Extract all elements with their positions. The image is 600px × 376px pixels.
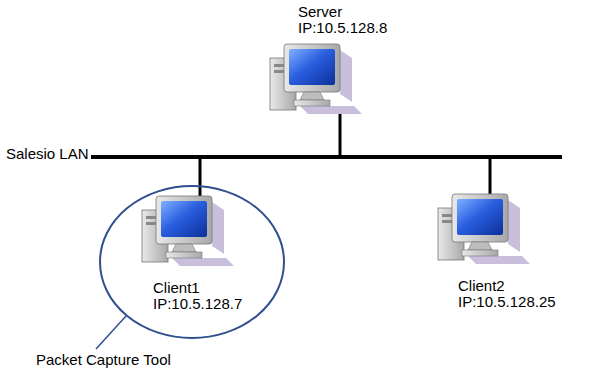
capture-ellipse [100, 186, 284, 338]
client-node: Client2IP:10.5.128.25 [458, 278, 556, 310]
ip-address: IP:10.5.128.8 [298, 20, 387, 36]
leader-line [96, 316, 126, 349]
client-node: Client1IP:10.5.128.7 [153, 280, 242, 312]
callout-label: Packet Capture Tool [34, 352, 173, 368]
lan-bus [88, 112, 562, 198]
client-computer [438, 194, 530, 264]
client-computer [142, 196, 234, 266]
ip-address: IP:10.5.128.7 [153, 296, 242, 312]
ip-address: IP:10.5.128.25 [458, 294, 556, 310]
server-computer [270, 44, 362, 114]
host-name: Client2 [458, 278, 556, 294]
host-name: Client1 [153, 280, 242, 296]
server-node: ServerIP:10.5.128.8 [298, 4, 387, 36]
host-name: Server [298, 4, 387, 20]
network-label: Salesio LAN [4, 146, 91, 162]
